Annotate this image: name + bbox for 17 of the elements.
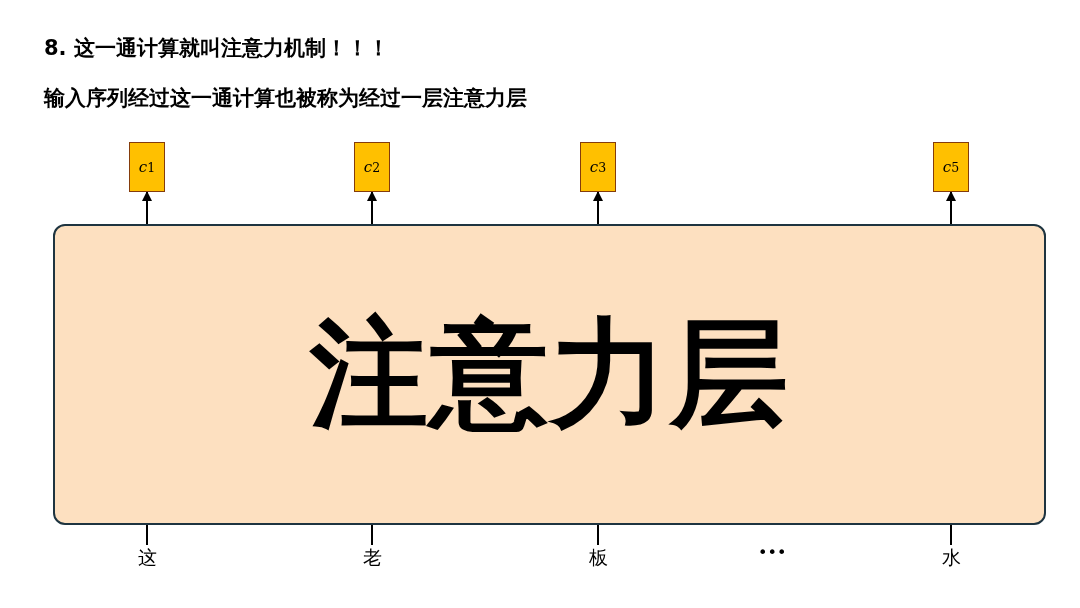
layer-label: 注意力层 (309, 302, 790, 444)
subtitle: 输入序列经过这一通计算也被称为经过一层注意力层 (44, 85, 527, 112)
input-token: 水 (936, 545, 966, 571)
connector-line (950, 524, 952, 546)
connector-line (371, 524, 373, 546)
input-token: 这 (132, 545, 162, 571)
connector-line (146, 524, 148, 546)
connector-line (597, 524, 599, 546)
arrow (367, 191, 377, 225)
arrow (142, 191, 152, 225)
arrow (946, 191, 956, 225)
title: 8. 这一通计算就叫注意力机制！！！ (44, 35, 389, 62)
input-token: 板 (583, 545, 613, 571)
ellipsis: ••• (758, 543, 787, 562)
arrow (593, 191, 603, 225)
layer-box (53, 224, 1046, 525)
input-token: 老 (357, 545, 387, 571)
